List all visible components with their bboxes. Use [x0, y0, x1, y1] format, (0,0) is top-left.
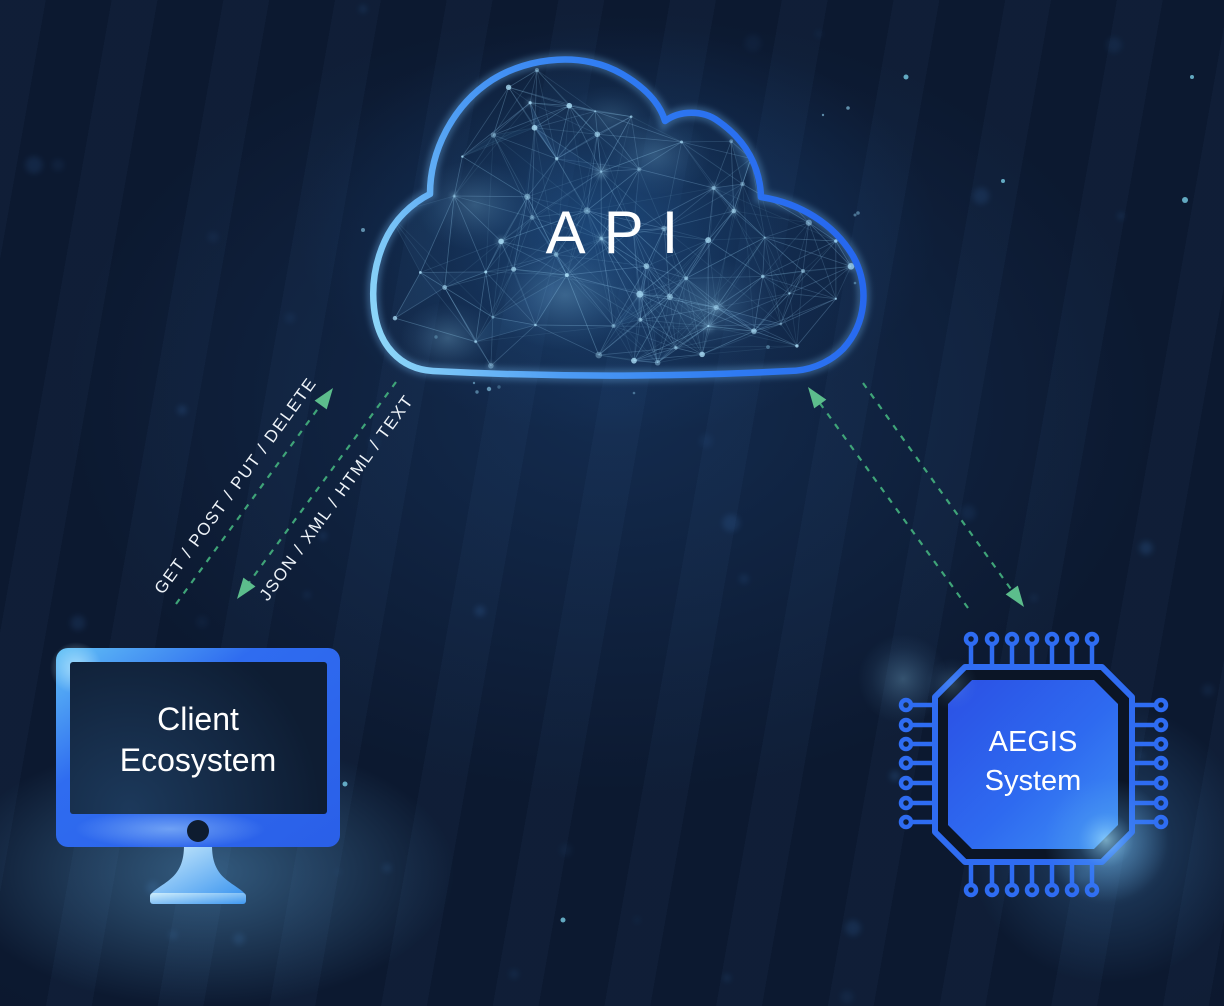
- cloud-outline: [370, 56, 867, 379]
- arrow-heads: [237, 387, 1024, 607]
- request-arrowhead: [314, 388, 333, 410]
- client-monitor-label: Client Ecosystem: [119, 701, 277, 778]
- api-cloud-label: API: [545, 199, 697, 266]
- aegis-response-arrow-line: [862, 382, 1014, 593]
- aegis-request-arrowhead: [808, 387, 827, 409]
- data-flow-arrows: [175, 381, 1014, 609]
- client-monitor: [50, 642, 340, 904]
- monitor-bezel-light: [75, 809, 265, 849]
- response-arrow-line: [247, 381, 397, 585]
- chip-bottomright-bloom: [1044, 778, 1168, 902]
- monitor-camera-dot: [187, 820, 209, 842]
- response-arrowhead: [237, 577, 256, 599]
- monitor-stand-base: [150, 893, 246, 904]
- aegis-chip: [898, 631, 1169, 902]
- aegis-chip-label: AEGIS System: [984, 726, 1082, 797]
- api-cloud: [361, 53, 870, 395]
- aegis-request-arrow-line: [818, 401, 969, 609]
- cloud-mesh: [388, 68, 856, 374]
- monitor-stand: [151, 845, 245, 894]
- aegis-response-arrowhead: [1005, 585, 1024, 607]
- request-arrow-line: [175, 402, 323, 605]
- monitor-screen-sheen: [70, 662, 327, 814]
- chip-left-glow: [858, 634, 948, 724]
- chip-topleft-sheen: [926, 658, 978, 710]
